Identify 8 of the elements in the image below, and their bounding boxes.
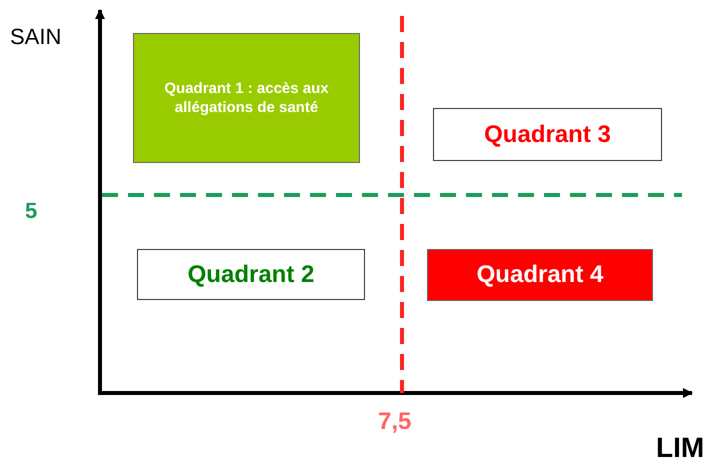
quadrant-box: Quadrant 4 — [427, 249, 653, 301]
axis-value: 5 — [25, 200, 38, 222]
quadrant-box: Quadrant 1 : accès aux allégations de santé — [133, 33, 360, 163]
quadrant-box: Quadrant 2 — [137, 249, 365, 300]
quadrant-box: Quadrant 3 — [433, 108, 662, 161]
axis-label: LIM — [656, 434, 704, 462]
axis-value: 7,5 — [378, 410, 412, 434]
axis-label: SAIN — [10, 26, 62, 48]
